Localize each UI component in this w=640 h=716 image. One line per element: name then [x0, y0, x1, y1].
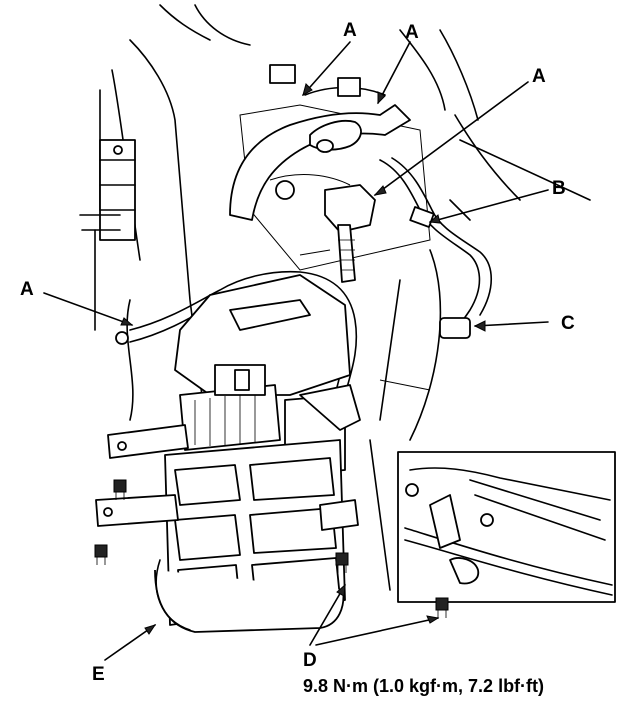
- callout-a-top-right: A: [405, 22, 419, 43]
- detail-inset: [397, 451, 616, 618]
- callout-a-top-left: A: [343, 20, 357, 41]
- callout-a-right: A: [532, 66, 546, 87]
- canister-top: [174, 274, 361, 476]
- bolt-d-main: [335, 552, 349, 573]
- leader-lines: [43, 41, 549, 661]
- callout-c: C: [561, 313, 575, 334]
- chassis-frame: [94, 4, 591, 591]
- upper-hose: [229, 64, 411, 221]
- callout-e: E: [92, 664, 105, 685]
- torque-spec: 9.8 N·m (1.0 kgf·m, 7.2 lbf·ft): [303, 676, 544, 696]
- callout-d: D: [303, 650, 317, 671]
- bolt-left-upper: [113, 479, 127, 500]
- mounting-brackets: [95, 424, 359, 531]
- right-hose: [379, 157, 492, 339]
- left-bracket: [79, 139, 136, 241]
- callout-a-left: A: [20, 279, 34, 300]
- bolt-left-lower: [94, 544, 108, 565]
- canister-body: [154, 439, 346, 633]
- central-connector: [275, 180, 376, 283]
- callout-b: B: [552, 178, 566, 199]
